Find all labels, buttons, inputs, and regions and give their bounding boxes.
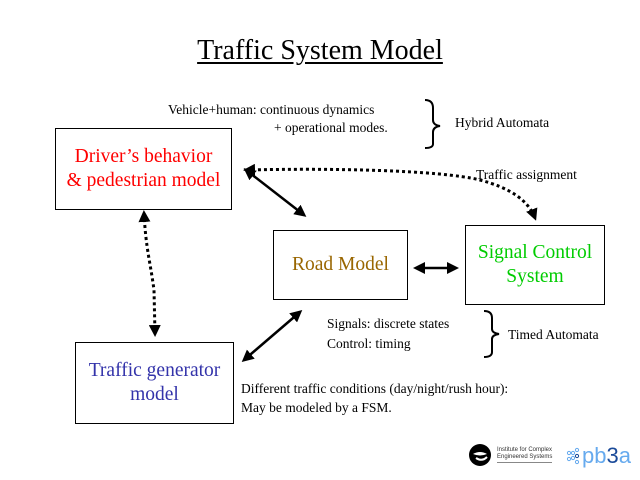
- timed-note-line1: Signals: discrete states: [327, 316, 450, 331]
- traffic-assignment-label: Traffic assignment: [476, 167, 577, 182]
- timed-note-line2: Control: timing: [327, 336, 411, 351]
- generator-road-arrow: [241, 310, 303, 362]
- road-model-label: Road Model: [292, 254, 389, 275]
- conditions-note-line1: Different traffic conditions (day/night/…: [241, 381, 509, 396]
- ices-logo: Institute for Complex Engineered Systems: [467, 442, 553, 468]
- hybrid-brace: [424, 99, 441, 149]
- ices-logo-text: Institute for Complex Engineered Systems: [497, 447, 553, 463]
- hybrid-note-line2: + operational modes.: [274, 120, 388, 135]
- page-title: Traffic System Model: [0, 34, 640, 68]
- timed-brace: [483, 310, 500, 358]
- dot-cluster-icon: [566, 447, 580, 465]
- driver-road-arrow: [243, 168, 307, 217]
- hybrid-note-line1: Vehicle+human: continuous dynamics: [168, 102, 375, 117]
- driver-generator-arrow: [138, 210, 161, 337]
- hybrid-automata-label: Hybrid Automata: [455, 115, 550, 130]
- title-text: Traffic System Model: [197, 35, 443, 66]
- traffic-generator-label: Traffic generator model: [88, 360, 221, 405]
- signal-control-label: Signal Control System: [477, 242, 593, 287]
- pb3a-digit: 3: [606, 443, 619, 468]
- road-model-box[interactable]: Road Model: [273, 230, 408, 300]
- traffic-generator-box[interactable]: Traffic generator model: [75, 342, 234, 424]
- timed-automata-label: Timed Automata: [508, 327, 599, 342]
- drivers-behavior-box[interactable]: Driver’s behavior & pedestrian model: [55, 128, 232, 210]
- drivers-behavior-label: Driver’s behavior & pedestrian model: [66, 146, 221, 191]
- ices-logo-icon: [469, 444, 491, 466]
- pb3a-prefix: pb: [582, 443, 607, 468]
- conditions-note-line2: May be modeled by a FSM.: [241, 400, 392, 415]
- signal-control-box[interactable]: Signal Control System: [465, 225, 605, 305]
- pb3a-suffix: a: [618, 443, 631, 468]
